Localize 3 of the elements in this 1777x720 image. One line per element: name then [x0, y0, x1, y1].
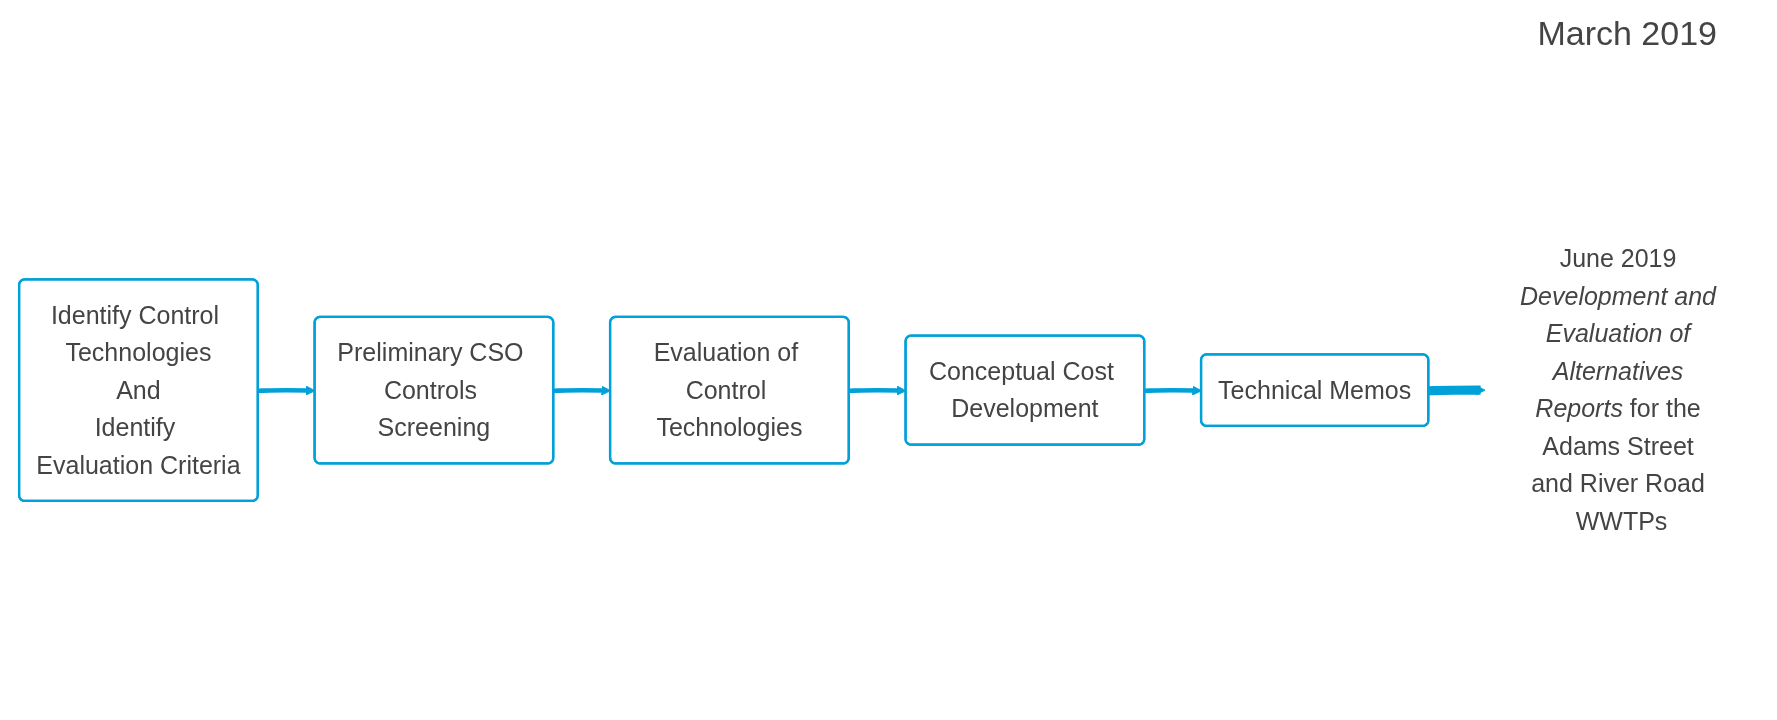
- arrow: [1428, 385, 1486, 396]
- date-label: March 2019: [1537, 14, 1717, 53]
- node-text: June 2019 Development and Evaluation of Alternatives Reports for the Adams Street and River Road WWTPs: [1520, 244, 1717, 536]
